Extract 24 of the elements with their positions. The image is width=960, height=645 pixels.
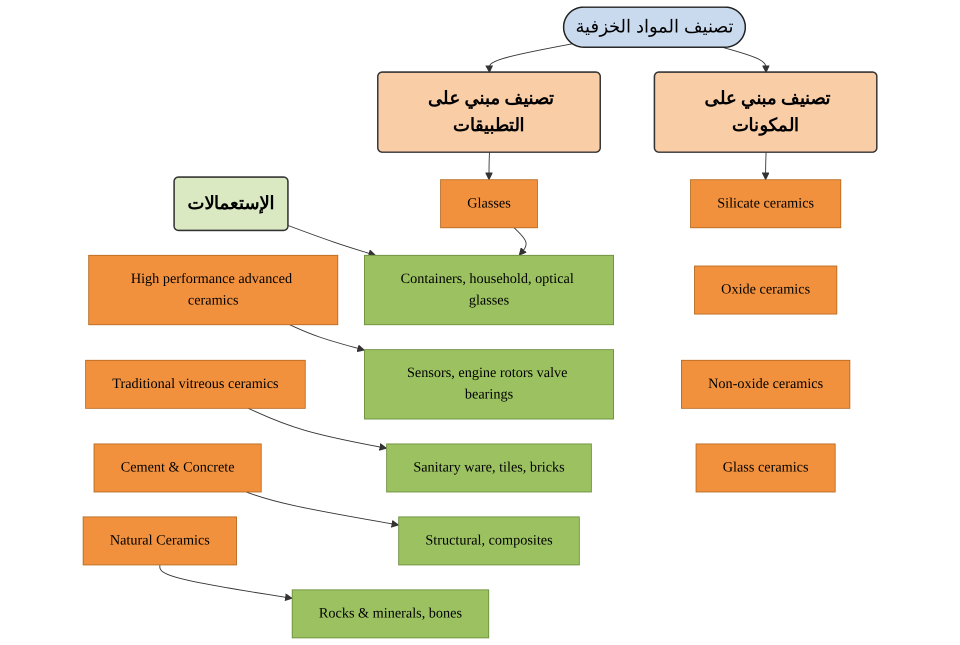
arrow (485, 43, 573, 73)
node-box: Traditional vitreous ceramics (85, 360, 306, 409)
node-box: Silicate ceramics (690, 179, 842, 228)
arrow (289, 324, 365, 352)
arrow (159, 564, 293, 602)
node-box: Sensors, engine rotors valve bearings (364, 349, 614, 420)
node-box: Glasses (440, 179, 538, 228)
node-box: High performance advanced ceramics (88, 254, 338, 326)
node-box: Oxide ceramics (694, 266, 838, 314)
node-box: Natural Ceramics (82, 516, 237, 566)
arrow (514, 227, 527, 256)
arrow (723, 47, 770, 73)
node-box: Structural, composites (398, 516, 580, 566)
node-box: Non-oxide ceramics (681, 360, 850, 409)
arrow (288, 225, 376, 257)
node-box: Containers, household, optical glasses (364, 254, 614, 326)
arrow (248, 408, 387, 451)
arrow (246, 492, 400, 528)
node-box: Cement & Concrete (94, 444, 262, 492)
node-box: Sanitary ware, tiles, bricks (386, 444, 592, 492)
arrow (762, 152, 770, 180)
node-box: Rocks & minerals, bones (292, 589, 490, 638)
arrow (485, 152, 493, 180)
node-box: Glass ceramics (696, 444, 836, 492)
